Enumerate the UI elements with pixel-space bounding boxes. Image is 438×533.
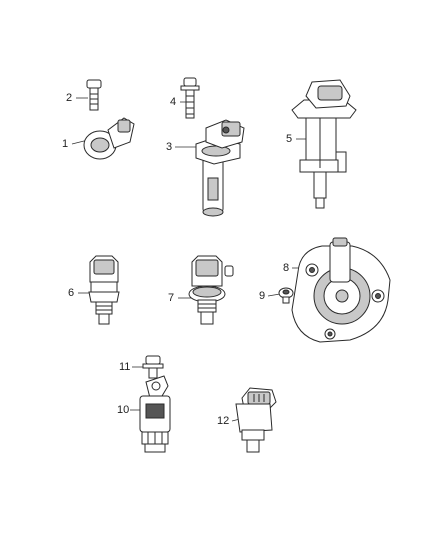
callout-12: 12 [217,415,230,427]
part-2-bolt [86,79,102,111]
part-11-bolt [142,355,164,379]
part-9-screw [278,287,294,304]
callout-1: 1 [62,138,69,150]
callout-3: 3 [166,141,173,153]
callout-10: 10 [117,404,130,416]
part-1-knock-sensor [83,117,135,160]
callout-2: 2 [66,92,73,104]
part-7-pressure-switch [188,255,234,325]
callout-5: 5 [286,133,293,145]
part-4-flange-bolt [180,77,200,119]
callout-7: 7 [168,292,175,304]
callout-6: 6 [68,287,75,299]
part-10-mounted-sensor [139,375,171,453]
callout-4: 4 [170,96,177,108]
callout-11: 11 [119,361,131,373]
part-3-position-sensor [195,119,245,217]
callout-8: 8 [283,262,290,274]
part-8-sensor-flange [291,237,391,343]
part-12-map-sensor [235,387,277,453]
part-6-pressure-sensor [88,255,120,325]
callout-9: 9 [259,290,266,302]
part-5-level-sensor [291,79,357,209]
